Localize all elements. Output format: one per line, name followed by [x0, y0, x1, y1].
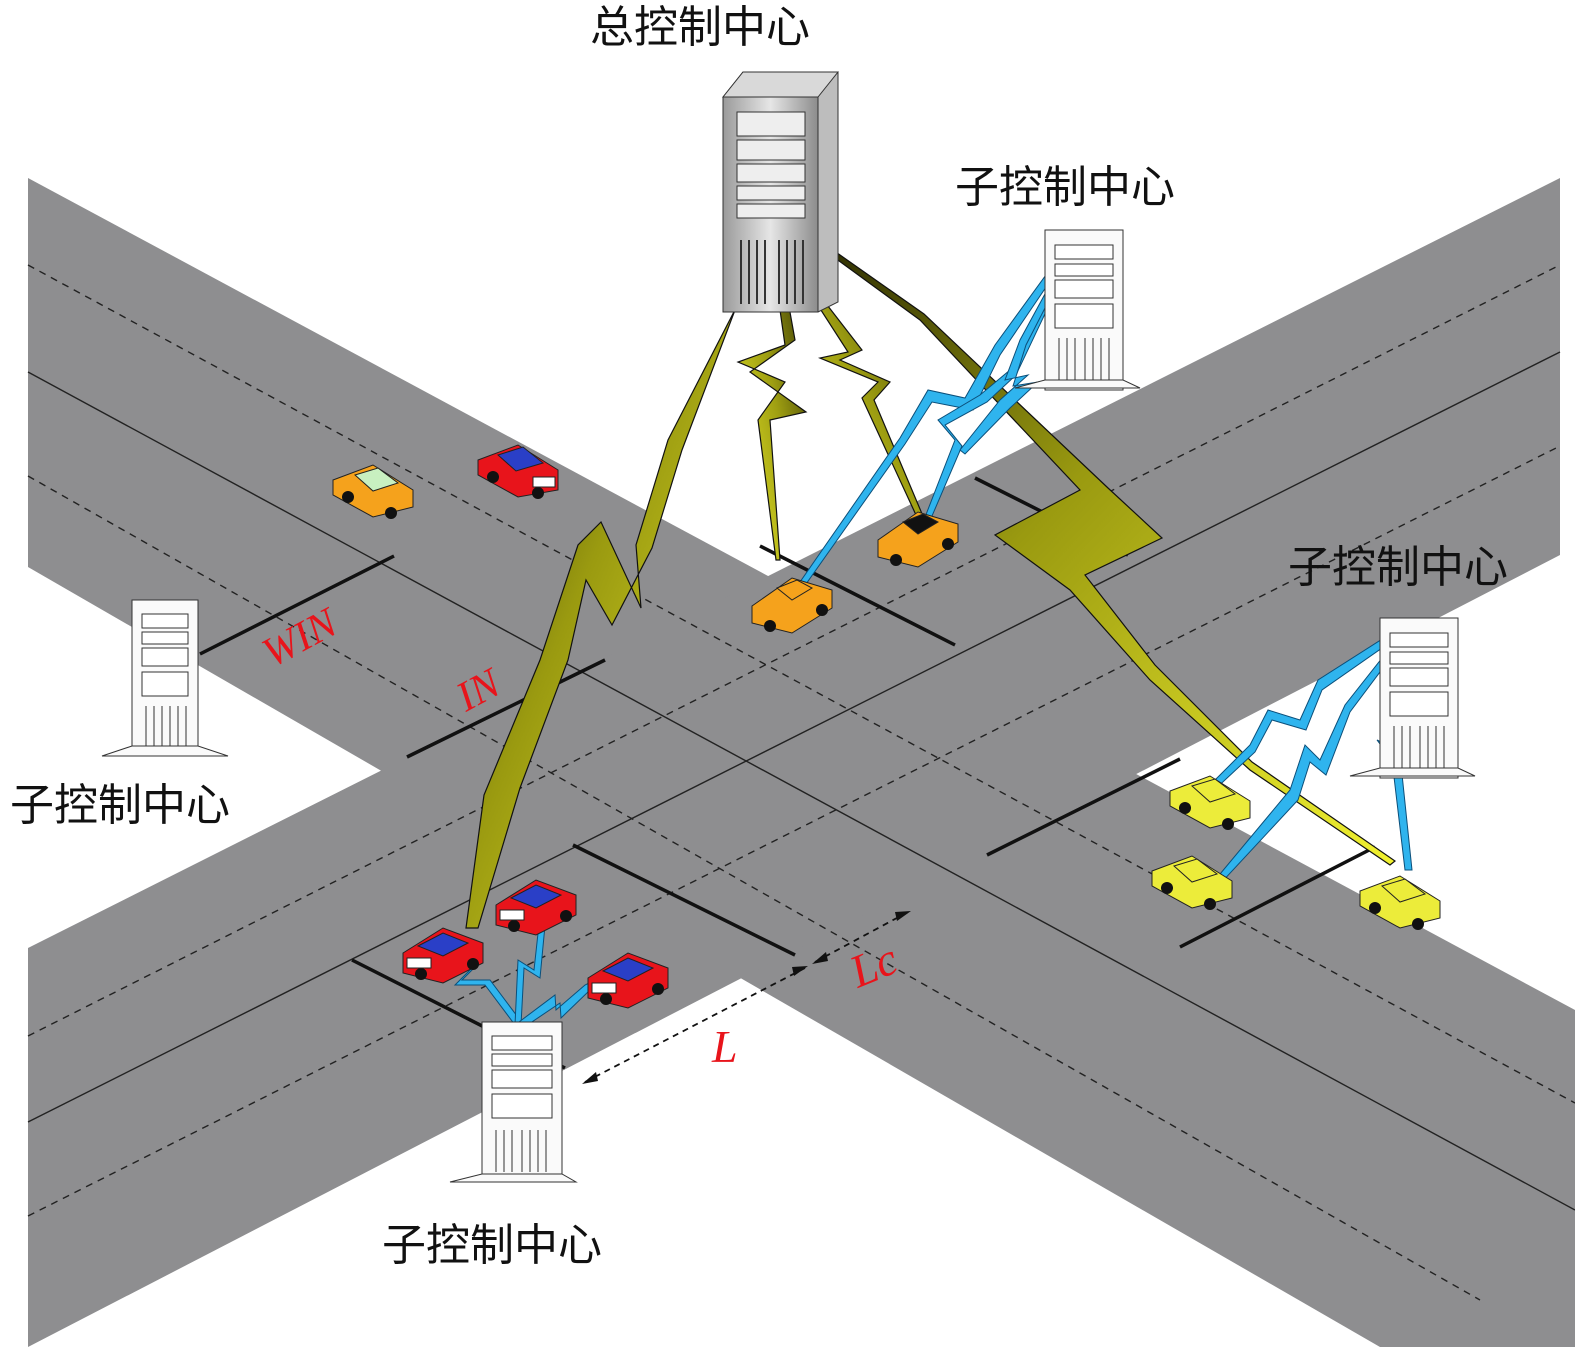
sub-server-right	[1349, 617, 1476, 779]
car-icon	[477, 444, 559, 499]
sub-server-bottom	[449, 1021, 578, 1183]
server-tower-icon	[491, 1035, 553, 1051]
car-icon	[332, 464, 414, 519]
wireless-link-icon	[770, 209, 1397, 866]
car-icon	[751, 577, 833, 634]
sub-center-left-label: 子控制中心	[10, 780, 230, 831]
road-sw-ne	[28, 178, 1560, 1347]
sub-center-bottom-label: 子控制中心	[382, 1220, 602, 1271]
main-center-label: 总控制中心	[590, 2, 810, 53]
car-icon	[1169, 775, 1251, 830]
car-icon	[402, 927, 484, 984]
car-icon	[1359, 875, 1441, 930]
server-tower-icon	[141, 613, 189, 629]
sub-center-top-right-label: 子控制中心	[955, 162, 1175, 213]
distance-markers	[584, 911, 909, 1083]
car-icon	[877, 511, 959, 568]
car-icon	[1151, 855, 1233, 910]
vehicles	[332, 444, 1441, 1009]
car-icon	[495, 879, 577, 936]
server-tower-icon	[1389, 632, 1449, 648]
wireless-link-icon	[736, 211, 808, 561]
main-server	[721, 71, 840, 313]
stop-lines	[199, 476, 1376, 1070]
server-tower-icon	[1054, 244, 1114, 260]
sub-server-top-right	[1014, 229, 1141, 391]
wireless-link-icon	[465, 208, 772, 929]
road-network	[27, 178, 1575, 1347]
car-icon	[587, 952, 669, 1009]
sub-center-right-label: 子控制中心	[1288, 542, 1508, 593]
distance-l-label: L	[711, 1021, 738, 1072]
sub-server-left	[101, 599, 229, 757]
